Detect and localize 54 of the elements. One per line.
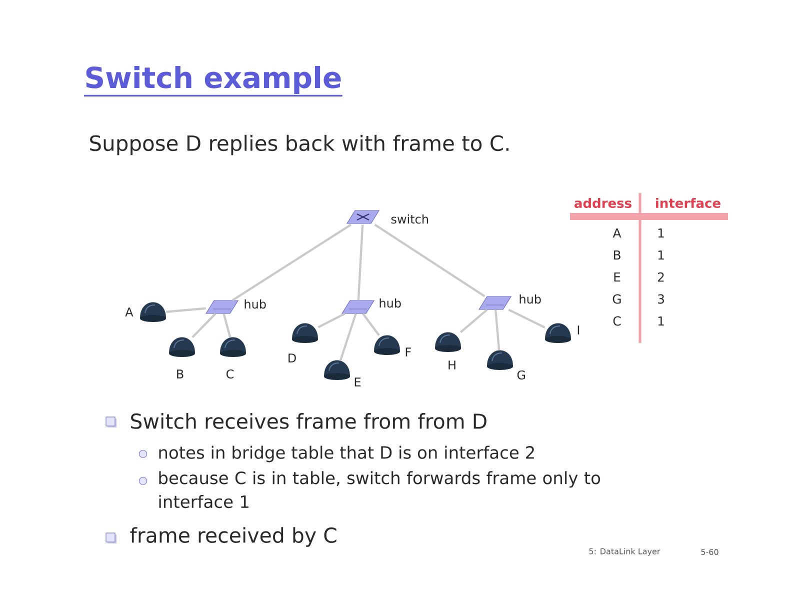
link-line xyxy=(318,312,346,328)
bullet-text: Switch receives frame from from D xyxy=(131,413,486,429)
link-line xyxy=(357,224,364,300)
device-label: switch xyxy=(391,214,428,224)
device-label: I xyxy=(578,326,580,334)
device-label: A xyxy=(125,308,134,316)
page-number: 5-60 xyxy=(701,548,718,556)
table-entry: 1 xyxy=(658,250,664,260)
bullet-text: because C is in table, switch forwards frame only to interface 1 xyxy=(159,471,600,508)
footer-text: 5: DataLink Layer xyxy=(589,548,660,556)
table-entry: B xyxy=(614,250,620,260)
computer-icon xyxy=(169,337,195,357)
computer-icon xyxy=(435,332,461,352)
link-line xyxy=(460,308,488,334)
link-line xyxy=(232,224,352,302)
link-line xyxy=(508,308,546,328)
table-entry: 2 xyxy=(658,272,664,282)
table-entry: 1 xyxy=(658,316,664,326)
device-label: G xyxy=(517,370,526,380)
link-line xyxy=(192,312,216,338)
computer-icon xyxy=(545,323,571,343)
column-heading: interface xyxy=(656,198,720,208)
table-entry: 1 xyxy=(658,228,664,238)
computer-icon xyxy=(140,302,166,322)
link-line xyxy=(362,313,380,336)
subtitle-text: Suppose D replies back with frame to C. xyxy=(90,134,508,156)
device-label: hub xyxy=(244,299,266,309)
table-entry: G xyxy=(612,294,621,304)
computer-icon xyxy=(324,360,350,380)
link-line xyxy=(166,307,206,313)
device-label: hub xyxy=(520,294,541,304)
link-line xyxy=(339,313,357,361)
device-label: B xyxy=(177,370,184,378)
table-entry: E xyxy=(614,272,620,282)
computer-icon xyxy=(487,350,513,370)
computer-icon xyxy=(220,337,246,357)
table-entry: C xyxy=(613,316,621,326)
device-label: E xyxy=(354,378,360,386)
device-label: F xyxy=(406,348,411,356)
table-entry: A xyxy=(612,228,622,238)
link-line xyxy=(222,313,232,338)
bullet-text: notes in bridge table that D is on interface 2 xyxy=(159,446,534,462)
link-line xyxy=(494,310,500,350)
device-label: D xyxy=(288,354,296,362)
device-label: C xyxy=(226,369,234,379)
column-heading: address xyxy=(574,198,632,208)
computer-icon xyxy=(374,335,400,355)
device-label: hub xyxy=(380,298,401,308)
table-entry: 3 xyxy=(658,294,664,304)
slide-title: Switch example xyxy=(84,66,342,97)
computer-icon xyxy=(292,323,318,343)
link-line xyxy=(374,224,486,298)
device-label: H xyxy=(448,360,456,370)
bullet-text: frame received by C xyxy=(130,527,336,547)
